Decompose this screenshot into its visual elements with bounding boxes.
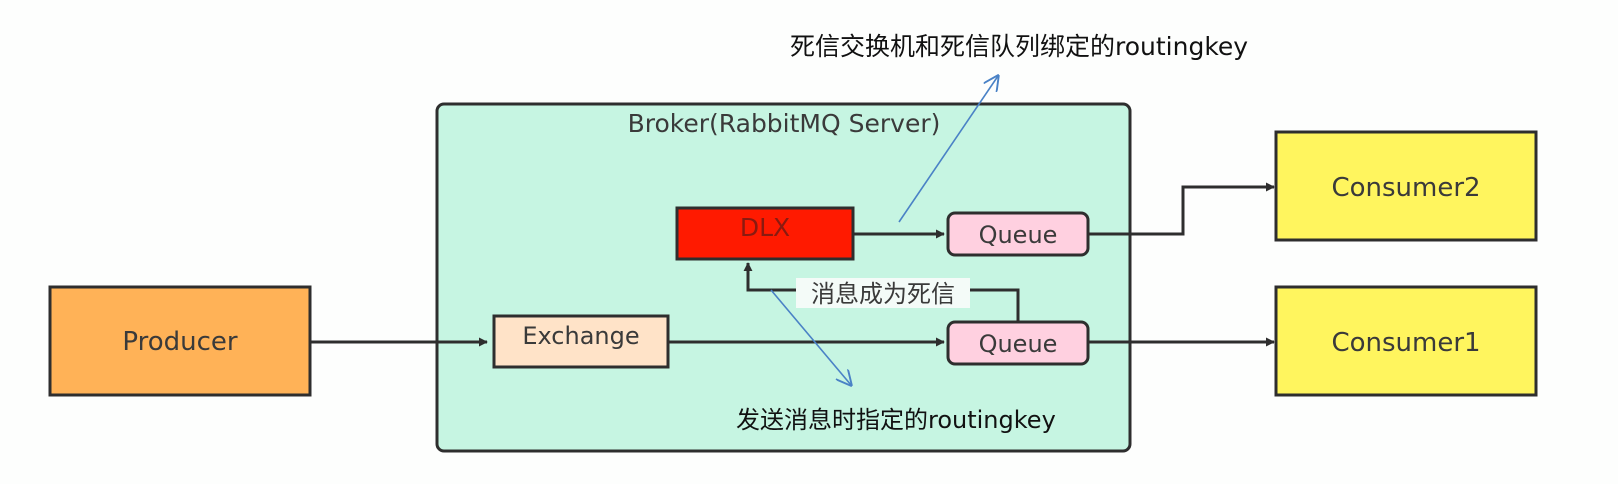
producer-label: Producer bbox=[122, 327, 238, 357]
dlx-node: DLX bbox=[675, 206, 855, 261]
consumer1-label: Consumer1 bbox=[1331, 328, 1480, 358]
exchange-box bbox=[492, 314, 670, 369]
annotation-arrow-send-routing bbox=[770, 289, 851, 385]
consumer2-box bbox=[1274, 130, 1538, 242]
annotation-dlx-binding: 死信交换机和死信队列绑定的routingkey bbox=[790, 32, 1248, 61]
dead-letter-label-group: 消息成为死信 bbox=[796, 278, 970, 308]
dead-letter-queue-box bbox=[946, 211, 1090, 257]
dead-letter-queue-label: Queue bbox=[979, 221, 1058, 249]
exchange-label: Exchange bbox=[522, 322, 639, 350]
broker-container: Broker(RabbitMQ Server) bbox=[435, 102, 1132, 453]
annotation-arrow-dlx-binding bbox=[898, 76, 998, 223]
consumer2-label: Consumer2 bbox=[1331, 173, 1480, 203]
dead-letter-label-bg bbox=[796, 278, 970, 308]
producer-box bbox=[48, 285, 312, 397]
main-queue-node: Queue bbox=[946, 320, 1090, 366]
broker-label: Broker(RabbitMQ Server) bbox=[628, 109, 941, 138]
producer-node: Producer bbox=[48, 285, 312, 397]
broker-box bbox=[435, 102, 1132, 453]
dlx-box bbox=[675, 206, 855, 261]
edge-queue-consumer2 bbox=[1088, 182, 1275, 236]
exchange-node: Exchange bbox=[492, 314, 670, 369]
dlx-label: DLX bbox=[740, 213, 790, 242]
main-queue-box bbox=[946, 320, 1090, 366]
consumer1-node: Consumer1 bbox=[1274, 285, 1538, 397]
annotation-send-routing: 发送消息时指定的routingkey bbox=[736, 406, 1056, 434]
main-queue-label: Queue bbox=[979, 330, 1058, 358]
consumer1-box bbox=[1274, 285, 1538, 397]
dead-letter-label: 消息成为死信 bbox=[811, 280, 955, 308]
consumer2-node: Consumer2 bbox=[1274, 130, 1538, 242]
dead-letter-queue-node: Queue bbox=[946, 211, 1090, 257]
